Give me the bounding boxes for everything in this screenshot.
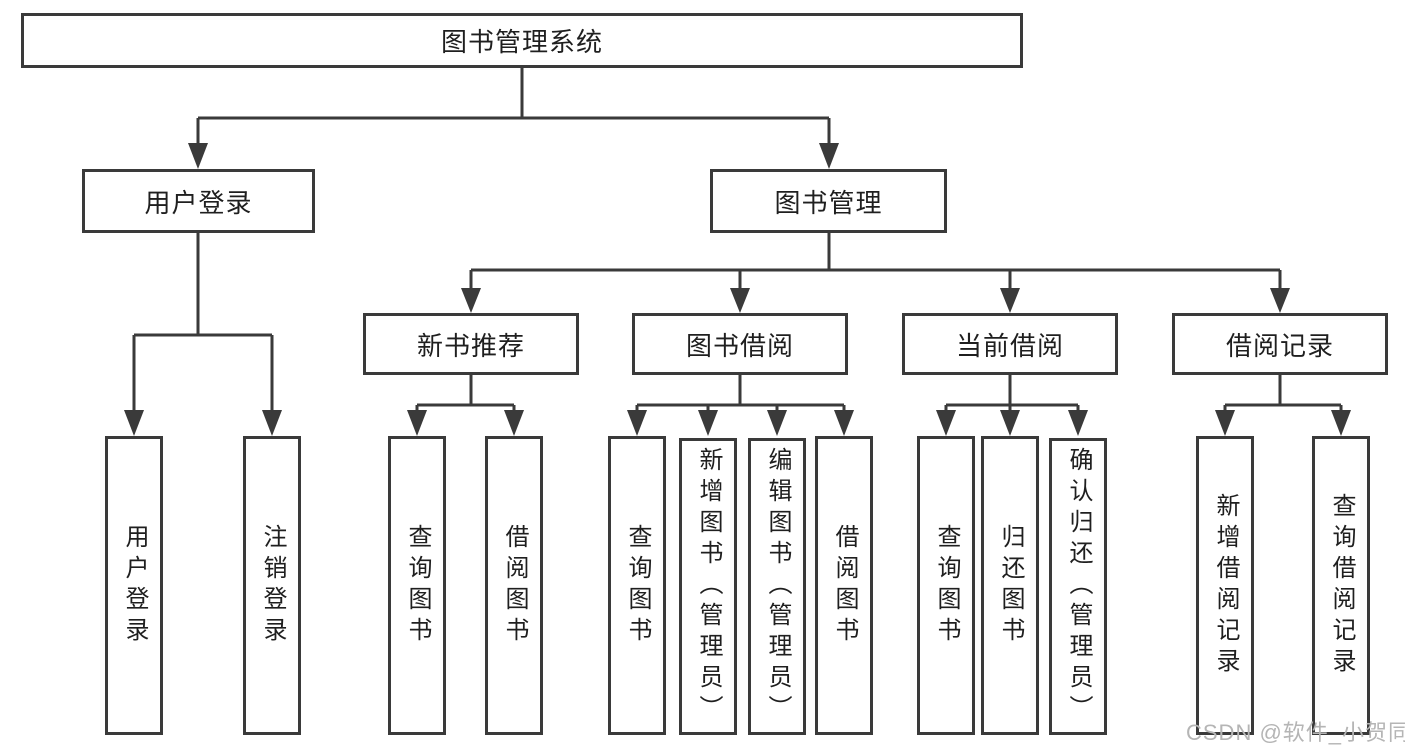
leaf-add-books-admin: 新增图书（管理员）: [679, 438, 737, 735]
borrow-records-node: 借阅记录: [1172, 313, 1388, 375]
leaf-query-borrow-record: 查询借阅记录: [1312, 436, 1370, 735]
leaf-return-books: 归还图书: [981, 436, 1039, 735]
leaf-borrow-books-recommend: 借阅图书: [485, 436, 543, 735]
current-borrow-node: 当前借阅: [902, 313, 1118, 375]
book-management-node: 图书管理: [710, 169, 947, 233]
leaf-add-borrow-record: 新增借阅记录: [1196, 436, 1254, 735]
new-book-recommend-node: 新书推荐: [363, 313, 579, 375]
leaf-confirm-return-admin: 确认归还（管理员）: [1049, 438, 1107, 735]
user-login-node: 用户登录: [82, 169, 315, 233]
csdn-watermark: CSDN @软件_小贺同学: [1186, 720, 1405, 745]
leaf-borrow-books: 借阅图书: [815, 436, 873, 735]
leaf-query-books-current: 查询图书: [917, 436, 975, 735]
leaf-query-books-recommend: 查询图书: [388, 436, 446, 735]
leaf-user-login: 用户登录: [105, 436, 163, 735]
root-node-library-management-system: 图书管理系统: [21, 13, 1023, 68]
leaf-query-books-borrow: 查询图书: [608, 436, 666, 735]
leaf-logout: 注销登录: [243, 436, 301, 735]
leaf-edit-books-admin: 编辑图书（管理员）: [748, 438, 806, 735]
book-borrow-node: 图书借阅: [632, 313, 848, 375]
